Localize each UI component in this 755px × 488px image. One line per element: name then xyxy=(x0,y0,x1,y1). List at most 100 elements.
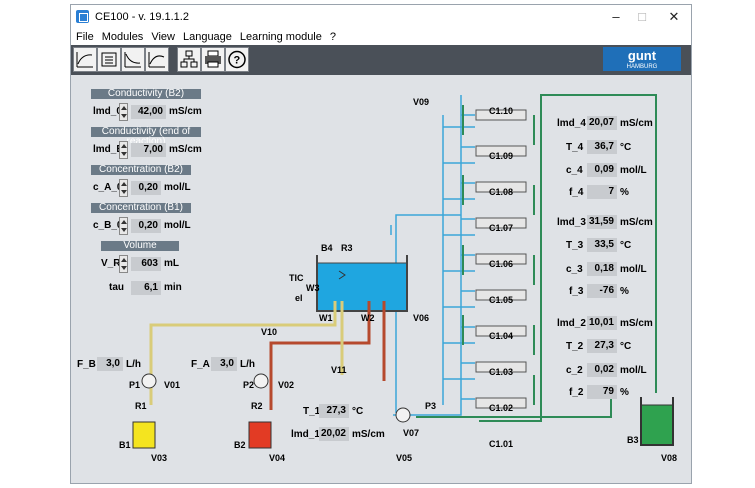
p1-label: P1 xyxy=(129,380,140,390)
lmd0-unit: mS/cm xyxy=(169,106,202,117)
menu-view[interactable]: View xyxy=(151,31,175,43)
lmd2-value: 10,01 xyxy=(587,316,617,330)
pump-p1[interactable] xyxy=(141,373,157,389)
ca0-spinner[interactable] xyxy=(119,179,128,197)
cond-end-header: Conductivity (end of reaction) xyxy=(91,127,201,147)
heated-feed-line xyxy=(269,301,386,410)
chart-c-icon xyxy=(124,52,141,68)
f3-unit: % xyxy=(620,286,629,297)
v10-label: V10 xyxy=(261,327,277,337)
lmd2-unit: mS/cm xyxy=(620,318,653,329)
help-icon: ? xyxy=(228,50,246,69)
svg-text:?: ? xyxy=(234,55,241,67)
app-icon xyxy=(76,10,89,23)
lmd3-label: lmd_3 xyxy=(557,217,586,228)
chart-t-button[interactable] xyxy=(145,47,169,72)
v04-label: V04 xyxy=(269,453,285,463)
lmde-value[interactable]: 7,00 xyxy=(131,143,166,157)
ca0-label: c_A_0 xyxy=(93,182,123,193)
vr-unit: mL xyxy=(164,258,179,269)
pump-p2[interactable] xyxy=(253,373,269,389)
c104-label: C1.04 xyxy=(489,331,513,341)
menu-modules[interactable]: Modules xyxy=(101,31,144,43)
v01-label: V01 xyxy=(164,380,180,390)
close-button[interactable]: ✕ xyxy=(668,9,680,24)
c103-label: C1.03 xyxy=(489,367,513,377)
c4-label: c_4 xyxy=(566,165,583,176)
t3-value: 33,5 xyxy=(587,238,617,252)
tank-b2 xyxy=(248,421,272,449)
c2-value: 0,02 xyxy=(587,363,617,377)
t2-label: T_2 xyxy=(566,341,584,352)
lmde-spinner[interactable] xyxy=(119,141,128,159)
t4-unit: °C xyxy=(620,142,632,153)
t2-value: 27,3 xyxy=(587,339,617,353)
tank-b3 xyxy=(640,404,674,446)
c2-unit: mol/L xyxy=(620,365,647,376)
lmd0-label: lmd_0 xyxy=(93,106,122,117)
f3-value: -76 xyxy=(587,284,617,298)
menu-file[interactable]: File xyxy=(76,31,94,43)
fa-value: 3,0 xyxy=(211,357,237,371)
feed-line xyxy=(149,301,344,405)
print-button[interactable] xyxy=(201,47,225,72)
cb0-value[interactable]: 0,20 xyxy=(131,219,161,233)
pump-p3[interactable] xyxy=(395,407,411,423)
c106-label: C1.06 xyxy=(489,259,513,269)
v03-label: V03 xyxy=(151,453,167,463)
f2-unit: % xyxy=(620,387,629,398)
cb0-label: c_B_0 xyxy=(93,220,123,231)
lmd0-spinner[interactable] xyxy=(119,103,128,121)
lmd4-unit: mS/cm xyxy=(620,118,653,129)
c108-label: C1.08 xyxy=(489,187,513,197)
product-lines xyxy=(416,94,657,422)
fa-label: F_A xyxy=(191,359,210,370)
cooling-water-lines xyxy=(390,95,475,416)
diagram-labels: B4 R3 W3 W1 W2 V06 V09 V10 V11 P1 V01 R1… xyxy=(119,97,677,463)
v08-label: V08 xyxy=(661,453,677,463)
lmde-label: lmd_E xyxy=(93,144,124,155)
v02-label: V02 xyxy=(278,380,294,390)
network-button[interactable] xyxy=(177,47,201,72)
f2-label: f_2 xyxy=(569,387,584,398)
b1-label: B1 xyxy=(119,440,131,450)
process-flow-graphic: B4 R3 W3 W1 W2 V06 V09 V10 V11 P1 V01 R1… xyxy=(119,94,677,463)
ca0-unit: mol/L xyxy=(164,182,191,193)
ca0-value[interactable]: 0,20 xyxy=(131,181,161,195)
chart-t-icon xyxy=(148,52,165,68)
c109-label: C1.09 xyxy=(489,151,513,161)
conc-b2-header: Concentration (B2) xyxy=(91,165,191,175)
r2-label: R2 xyxy=(251,401,263,411)
minimize-button[interactable]: – xyxy=(612,9,620,24)
vr-spinner[interactable] xyxy=(119,255,128,273)
lmd3-value: 31,59 xyxy=(587,215,617,229)
lmd1-value: 20,02 xyxy=(319,427,349,441)
v06-label: V06 xyxy=(413,313,429,323)
vr-value[interactable]: 603 xyxy=(131,257,161,271)
cb0-spinner[interactable] xyxy=(119,217,128,235)
c2-label: c_2 xyxy=(566,365,583,376)
r1-label: R1 xyxy=(135,401,147,411)
c3-unit: mol/L xyxy=(620,264,647,275)
lmd3-unit: mS/cm xyxy=(620,217,653,228)
chart-c-button[interactable] xyxy=(121,47,145,72)
volume-header: Volume xyxy=(101,241,179,251)
fb-unit: L/h xyxy=(126,359,141,370)
b3-label: B3 xyxy=(627,435,639,445)
tau-value: 6,1 xyxy=(131,281,161,295)
menu-learning-module[interactable]: Learning module xyxy=(239,31,322,43)
maximize-button[interactable]: □ xyxy=(638,9,646,24)
v11-label: V11 xyxy=(331,365,347,375)
help-button[interactable]: ? xyxy=(225,47,249,72)
chart-b1-button[interactable] xyxy=(73,47,97,72)
lmd0-value[interactable]: 42,00 xyxy=(131,105,166,119)
cond-b2-header: Conductivity (B2) xyxy=(91,89,201,99)
el-label: el xyxy=(295,293,303,303)
menu-help[interactable]: ? xyxy=(329,31,336,43)
c4-value: 0,09 xyxy=(587,163,617,177)
menu-language[interactable]: Language xyxy=(182,31,232,43)
chart-b2-button[interactable] xyxy=(97,47,121,72)
